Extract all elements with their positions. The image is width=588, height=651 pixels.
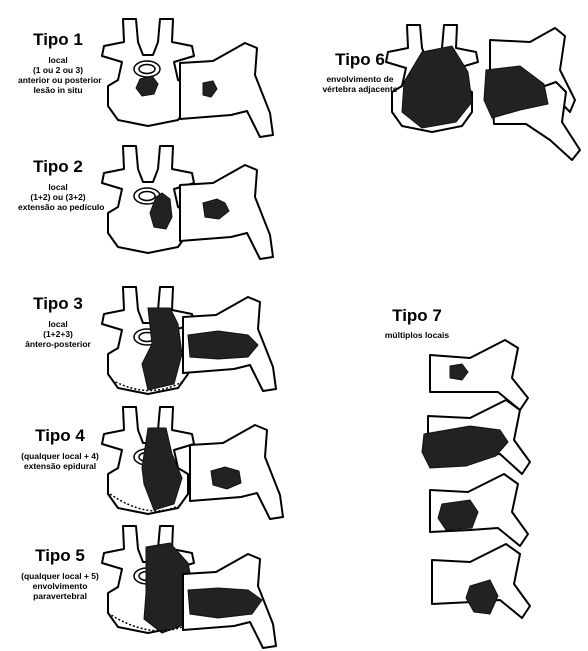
tipo6-desc-line: vértebra adjacente bbox=[318, 84, 402, 94]
tipo3-desc-line: local bbox=[18, 319, 98, 329]
tipo5-axial-vertebra bbox=[102, 526, 194, 633]
tipo4-title: Tipo 4 bbox=[14, 426, 106, 445]
tipo6-desc-line: envolvimento de bbox=[318, 74, 402, 84]
tipo2-desc-line: local bbox=[18, 182, 98, 192]
tipo3-title: Tipo 3 bbox=[18, 294, 98, 313]
tipo5-lateral-vertebra bbox=[183, 554, 276, 648]
tipo4-desc-line: extensão epidural bbox=[14, 461, 106, 471]
tipo7-label: Tipo 7 múltiplos locais bbox=[382, 306, 452, 340]
tipo1-desc-line: anterior ou posterior bbox=[18, 75, 98, 85]
tipo1-title: Tipo 1 bbox=[18, 30, 98, 49]
tipo4-label: Tipo 4 (qualquer local + 4) extensão epi… bbox=[14, 426, 106, 471]
tipo1-desc-line: lesão in situ bbox=[18, 85, 98, 95]
tipo6-lateral-spine bbox=[484, 28, 580, 160]
tipo5-label: Tipo 5 (qualquer local + 5) envolvimento… bbox=[14, 546, 106, 601]
tipo5-title: Tipo 5 bbox=[14, 546, 106, 565]
tipo3-axial-vertebra bbox=[102, 287, 194, 394]
tipo7-title: Tipo 7 bbox=[382, 306, 452, 325]
tipo3-lateral-vertebra bbox=[183, 297, 276, 391]
tipo2-label: Tipo 2 local (1+2) ou (3+2) extensão ao … bbox=[18, 157, 98, 212]
tipo5-desc-line: (qualquer local + 5) bbox=[14, 571, 106, 581]
tipo6-title: Tipo 6 bbox=[318, 50, 402, 69]
tipo2-desc-line: (1+2) ou (3+2) bbox=[18, 192, 98, 202]
tipo3-desc-line: (1+2+3) bbox=[18, 329, 98, 339]
tipo4-axial-vertebra bbox=[102, 407, 194, 514]
tipo1-lateral-vertebra bbox=[180, 43, 273, 137]
tipo1-desc-line: (1 ou 2 ou 3) bbox=[18, 65, 98, 75]
tipo7-desc-line: múltiplos locais bbox=[382, 330, 452, 340]
tipo5-desc-line: paravertebral bbox=[14, 591, 106, 601]
tipo1-label: Tipo 1 local (1 ou 2 ou 3) anterior ou p… bbox=[18, 30, 98, 95]
tipo7-lateral-spine bbox=[422, 340, 530, 618]
tipo1-desc-line: local bbox=[18, 55, 98, 65]
tipo2-desc-line: extensão ao pedículo bbox=[18, 202, 98, 212]
tipo5-desc-line: envolvimento bbox=[14, 581, 106, 591]
tipo4-lateral-vertebra bbox=[190, 425, 283, 519]
tipo3-label: Tipo 3 local (1+2+3) ântero-posterior bbox=[18, 294, 98, 349]
tipo3-desc-line: ântero-posterior bbox=[18, 339, 98, 349]
tipo4-desc-line: (qualquer local + 4) bbox=[14, 451, 106, 461]
tipo6-label: Tipo 6 envolvimento de vértebra adjacent… bbox=[318, 50, 402, 94]
tipo2-title: Tipo 2 bbox=[18, 157, 98, 176]
